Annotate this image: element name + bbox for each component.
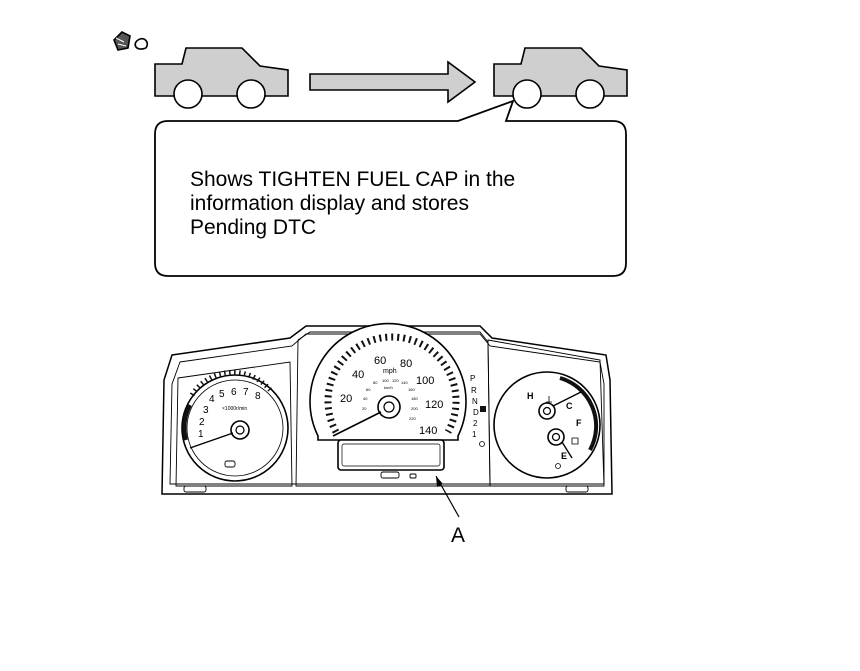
tach-tick-label: 3 [203,405,209,416]
fuel-cap-icon [113,31,149,51]
callout-line: Shows TIGHTEN FUEL CAP in the [190,168,516,191]
temp-gauge-hub [538,402,556,420]
tach-tick-label: 6 [231,387,237,398]
gear-letter: 2 [473,419,478,428]
speed-inner-tick-label: 100 [382,378,389,383]
callout-label-a: A [451,524,466,547]
instrument-cluster [161,322,613,518]
speed-tick-label: 100 [416,375,434,387]
speed-inner-tick-label: 160 [408,387,415,392]
tach-tick-label: 2 [199,417,205,428]
speed-inner-tick-label: 120 [392,378,399,383]
speed-tick-label: 40 [352,369,364,381]
gear-letter: N [472,397,478,406]
speed-tick-label: 140 [419,425,437,437]
progress-arrow [309,60,477,104]
tach-tick-label: 1 [198,429,204,440]
temp-fuel-dial [493,371,601,479]
information-display [337,439,445,471]
temp-gauge-needle [552,391,582,407]
speed-tick-label: 120 [425,399,443,411]
gear-letter: D [473,408,479,417]
tachometer-scale: 1 2 3 4 5 6 7 8 ×1000r/min [198,387,261,440]
speed-inner-tick-label: 220 [409,416,416,421]
car-after-front-wheel [575,79,605,109]
speedometer-inner-scale: 20 40 60 80 100 120 140 160 180 200 220 … [362,378,418,421]
battery-warning-icon [224,460,236,468]
speed-inner-tick-label: 20 [362,406,367,411]
callout-text: Shows TIGHTEN FUEL CAP in the informatio… [190,168,610,240]
speed-inner-tick-label: 140 [401,380,408,385]
gear-letters: P R N D 2 1 [470,374,479,439]
callout-line: Pending DTC [190,216,317,239]
temp-letter: H [527,391,534,401]
speed-inner-tick-label: 200 [411,406,418,411]
car-after-rear-wheel [512,79,542,109]
speed-inner-tick-label: 60 [366,387,371,392]
callout-line: information display and stores [190,192,469,215]
tach-tick-label: 5 [219,389,225,400]
tach-tick-label: 7 [243,387,249,398]
tach-unit-label: ×1000r/min [222,406,247,412]
speed-inner-tick-label: 180 [411,396,418,401]
tach-tick-label: 4 [209,394,215,405]
car-after [493,47,628,109]
gear-letter: R [471,386,477,395]
speed-tick-label: 80 [400,358,412,370]
speed-inner-tick-label: 80 [373,380,378,385]
tachometer-needle [189,432,234,449]
temp-fuel-letters: H C F E [527,391,582,461]
car-before-front-wheel [236,79,266,109]
speedometer-needle [332,411,382,437]
tach-tick-label: 8 [255,391,261,402]
fuel-pump-icon [571,437,579,445]
fuel-gauge-needle [561,441,573,459]
car-before [154,47,289,109]
speed-inner-tick-label: 40 [363,396,368,401]
gear-indicator [479,406,486,447]
speed-inner-unit-label: km/h [384,385,393,390]
car-before-rear-wheel [173,79,203,109]
tachometer-hub [230,420,250,440]
speed-tick-label: 60 [374,355,386,367]
fuel-letter: E [561,451,567,461]
temp-letter: C [566,401,573,411]
coolant-temp-icon [546,396,552,403]
fuel-gauge-hub [547,428,565,446]
callout-box [154,99,627,277]
gear-letter: 1 [472,430,477,439]
speed-unit-label: mph [383,368,397,375]
gear-letter: P [470,374,475,383]
fuel-letter: F [576,418,582,428]
speedometer-hub [377,395,401,419]
speedometer-dial [309,322,467,441]
speedometer-scale: 20 40 60 80 100 120 140 mph [340,355,443,437]
speed-tick-label: 20 [340,393,352,405]
